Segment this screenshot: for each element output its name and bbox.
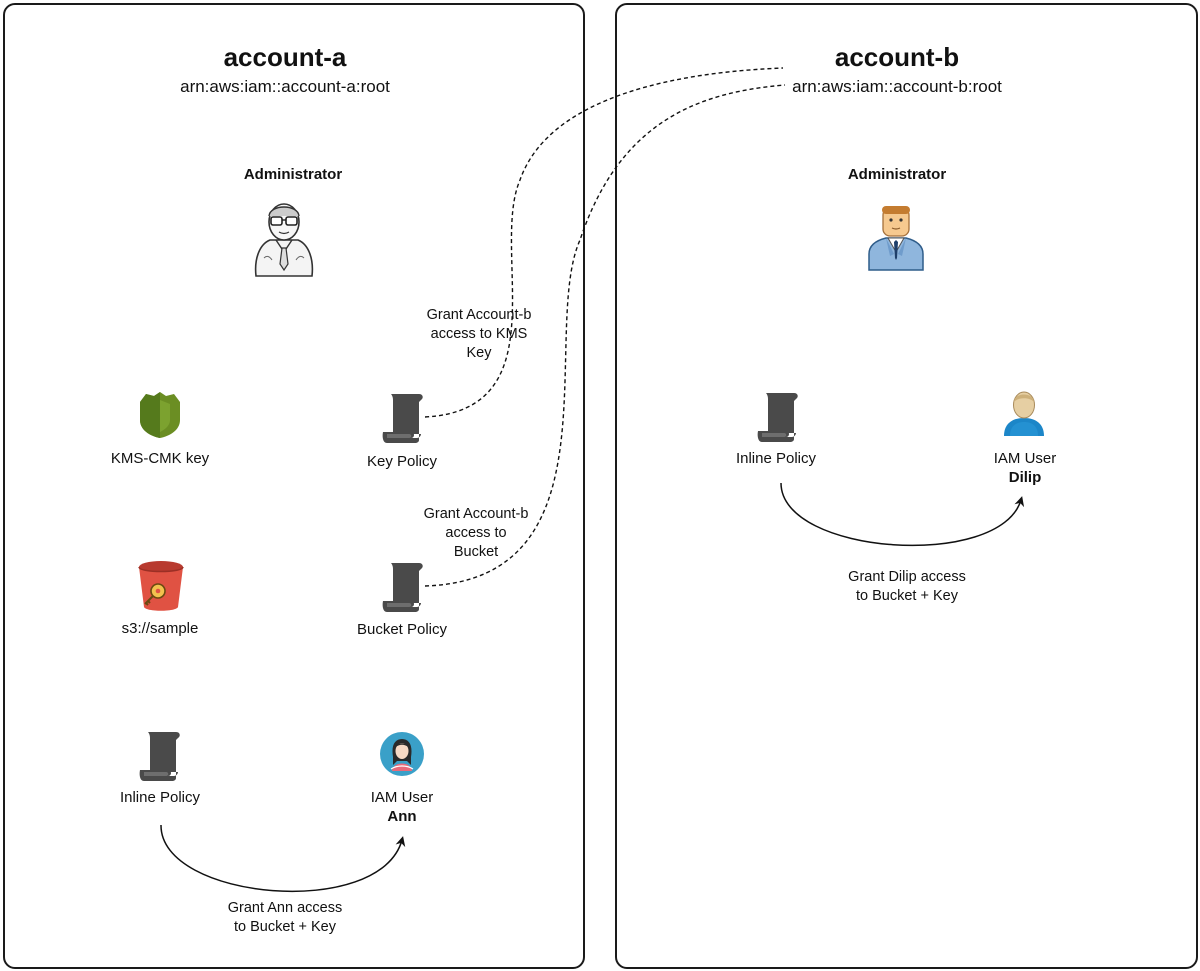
iam-user-type: IAM User [370,789,434,806]
note-line: to Bucket + Key [856,588,958,604]
ann-iam-user-label: IAM User Ann [302,788,502,826]
note-line: Grant Account-b [423,506,529,522]
note-line: Grant Account-b [426,307,532,323]
iam-user-name: Dilip [1008,469,1042,486]
note-line: Grant Dilip access [848,569,966,585]
account-b-arn: arn:aws:iam::account-b:root [792,77,1002,96]
policy-scroll-icon [139,732,180,781]
business-admin-icon [868,206,924,271]
policy-scroll-icon [757,393,798,442]
account-a-inline-policy-label: Inline Policy [119,789,201,806]
bucket-policy-label: Bucket Policy [356,621,448,638]
note-line: access to KMS [430,326,528,342]
policy-scroll-icon [382,394,423,443]
account-a-arn: arn:aws:iam::account-a:root [180,77,390,96]
male-user-icon [1004,391,1044,436]
account-b-title: account-b [834,42,960,72]
note-line: Bucket [453,544,499,560]
grant-ann-note: Grant Ann access to Bucket + Key [195,899,375,937]
account-b-inline-policy-label: Inline Policy [735,450,817,467]
grant-kms-note: Grant Account-b access to KMS Key [389,306,569,363]
dilip-iam-user-label: IAM User Dilip [925,449,1125,487]
s3-bucket-label: s3://sample [121,620,199,637]
note-line: Key [466,345,492,361]
s3-bucket-key-icon [138,561,184,611]
iam-user-name: Ann [387,808,417,825]
kms-key-label: KMS-CMK key [110,450,210,467]
policy-scroll-icon [382,563,423,612]
grant-bucket-note: Grant Account-b access to Bucket [386,505,566,562]
account-a-administrator-label: Administrator [243,166,343,183]
key-policy-label: Key Policy [366,453,438,470]
iam-user-type: IAM User [993,450,1057,467]
note-line: to Bucket + Key [234,919,336,935]
grant-dilip-note: Grant Dilip access to Bucket + Key [817,568,997,606]
note-line: access to [445,525,507,541]
account-a-title: account-a [223,42,347,72]
sketch-admin-icon [254,203,314,277]
note-line: Grant Ann access [227,900,343,916]
kms-shield-icon [140,392,180,438]
account-b-administrator-label: Administrator [847,166,947,183]
female-user-avatar-icon [380,732,424,776]
